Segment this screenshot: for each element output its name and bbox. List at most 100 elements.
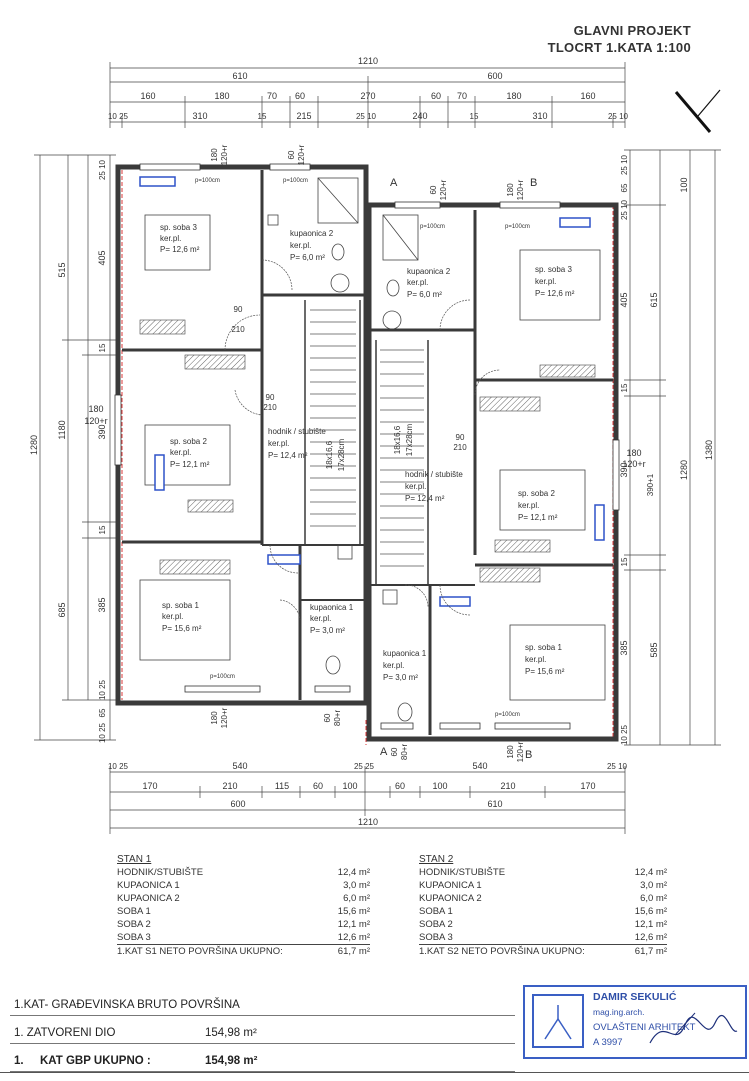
room-label-s1-soba3: sp. soba 3 ker.pl. P= 12,6 m²: [160, 223, 200, 254]
stamp-title: mag.ing.arch.: [593, 1007, 645, 1017]
svg-text:ker.pl.: ker.pl.: [535, 277, 556, 286]
svg-text:hodnik / stubište: hodnik / stubište: [405, 470, 463, 479]
architect-stamp: DAMIR SEKULIĆ mag.ing.arch. OVLAŠTENI AR…: [523, 985, 747, 1059]
room-label-s1-soba2: sp. soba 2 ker.pl. P= 12,1 m²: [170, 437, 210, 469]
svg-text:P= 6,0 m²: P= 6,0 m²: [290, 253, 325, 262]
dim-label: 240: [412, 111, 427, 121]
svg-text:p=100cm: p=100cm: [505, 224, 530, 230]
dim-label: 120+r: [622, 459, 645, 469]
dim-label: 70: [267, 91, 277, 101]
dim-right: 100: [679, 177, 689, 192]
svg-text:ker.pl.: ker.pl.: [160, 234, 181, 243]
dimension-lines-left: [34, 154, 116, 741]
dim-left: 65: [98, 708, 107, 717]
dim-label: 210: [263, 403, 277, 412]
north-arrow-icon: [674, 89, 721, 133]
dim-label: 270: [360, 91, 375, 101]
room-label-s2-soba3: sp. soba 3 ker.pl. P= 12,6 m²: [535, 265, 575, 298]
dim-left: 390: [97, 424, 107, 439]
room-label-s2-soba2: sp. soba 2 ker.pl. P= 12,1 m²: [518, 489, 558, 522]
dim-label: 600: [230, 799, 245, 809]
svg-text:P= 3,0 m²: P= 3,0 m²: [310, 626, 345, 635]
dim-label: 180: [506, 183, 515, 197]
dim-label: 120+r: [297, 144, 306, 165]
svg-text:ker.pl.: ker.pl.: [170, 448, 191, 457]
dim-label: 60: [395, 781, 405, 791]
dim-label: 210: [453, 443, 467, 452]
stan2-stairs: [380, 349, 424, 567]
dim-label: 120+r: [516, 179, 525, 200]
beds: [139, 214, 606, 701]
dim-label: 25 10: [607, 762, 628, 771]
room-label-s2-hodnik: hodnik / stubište ker.pl. P= 12,4 m²: [405, 470, 463, 503]
dim-label: 120+r: [220, 144, 229, 165]
dimension-lines-top: [109, 62, 626, 128]
svg-text:ker.pl.: ker.pl.: [162, 612, 183, 621]
svg-text:ker.pl.: ker.pl.: [310, 614, 331, 623]
dimension-lines-right: [624, 149, 721, 746]
dim-left: 515: [57, 262, 67, 277]
dim-top-half: 600: [487, 71, 502, 81]
dim-label: 15: [470, 112, 479, 121]
svg-text:ker.pl.: ker.pl.: [268, 439, 289, 448]
dim-label: 210: [500, 781, 515, 791]
wardrobes: [139, 319, 596, 583]
gbp-title: 1.KAT- GRAĐEVINSKA BRUTO POVRŠINA: [14, 999, 240, 1011]
signature-icon: [649, 1012, 738, 1044]
dim-label: 70: [457, 91, 467, 101]
dim-left: 10 25: [98, 722, 107, 743]
svg-text:kupaonica 2: kupaonica 2: [407, 267, 451, 276]
section-marker-b: B: [525, 749, 532, 761]
dim-right: 25 10: [620, 199, 629, 220]
dim-label: 25 25: [354, 762, 375, 771]
dim-left: 385: [97, 597, 107, 612]
dim-label: 60: [390, 747, 399, 756]
gross-area-summary: 1.KAT- GRAĐEVINSKA BRUTO POVRŠINA 1. ZAT…: [10, 988, 515, 1072]
dim-label: 170: [142, 781, 157, 791]
gbp-total-row: 1. KAT GBP UKUPNO : 154,98 m²: [10, 1044, 515, 1072]
svg-text:sp. soba 3: sp. soba 3: [535, 265, 572, 274]
windows: [114, 163, 620, 730]
svg-text:kupaonica 1: kupaonica 1: [310, 603, 354, 612]
room-label-s1-kup1: kupaonica 1 ker.pl. P= 3,0 m²: [310, 603, 354, 635]
dim-label: 160: [140, 91, 155, 101]
dim-label: 180: [88, 404, 103, 414]
dim-left: 405: [97, 250, 107, 265]
dim-right: 25 10: [620, 154, 629, 175]
stair-note: 17x28cm: [337, 438, 346, 471]
sanitary-fixtures: [267, 177, 419, 722]
dim-left: 1180: [57, 420, 67, 439]
svg-text:ker.pl.: ker.pl.: [290, 241, 311, 250]
project-phase: GLAVNI PROJEKT: [573, 23, 691, 38]
dim-right: 10 25: [620, 724, 629, 745]
dim-left: 25 10: [98, 159, 107, 180]
table-title: STAN 1: [117, 854, 152, 865]
dim-label: 60: [431, 91, 441, 101]
dim-right: 390: [619, 462, 629, 477]
dim-right: 15: [620, 557, 629, 566]
dim-label: 210: [222, 781, 237, 791]
doors: [224, 259, 501, 621]
room-label-s1-soba1: sp. soba 1 ker.pl. P= 15,6 m²: [162, 601, 202, 633]
dim-label: 180: [626, 448, 641, 458]
dim-label: 100: [342, 781, 357, 791]
svg-text:kupaonica 2: kupaonica 2: [290, 229, 334, 238]
dim-label: 210: [231, 325, 245, 334]
floor-plan: 1210 610 600 160 180 70 60 270 60 70 180…: [29, 56, 721, 834]
svg-text:sp. soba 2: sp. soba 2: [518, 489, 555, 498]
dim-label: 160: [580, 91, 595, 101]
svg-text:p=100cm: p=100cm: [283, 178, 308, 184]
table-total: 1.KAT S1 NETO POVRŠINA UKUPNO:61,7 m²: [117, 944, 370, 957]
dim-label: 390+1: [646, 473, 655, 496]
title-block-edge: [0, 1072, 749, 1081]
svg-text:p=100cm: p=100cm: [210, 674, 235, 680]
dim-label: 1210: [358, 817, 378, 827]
room-label-s1-hodnik: hodnik / stubište ker.pl. P= 12,4 m²: [268, 427, 326, 460]
